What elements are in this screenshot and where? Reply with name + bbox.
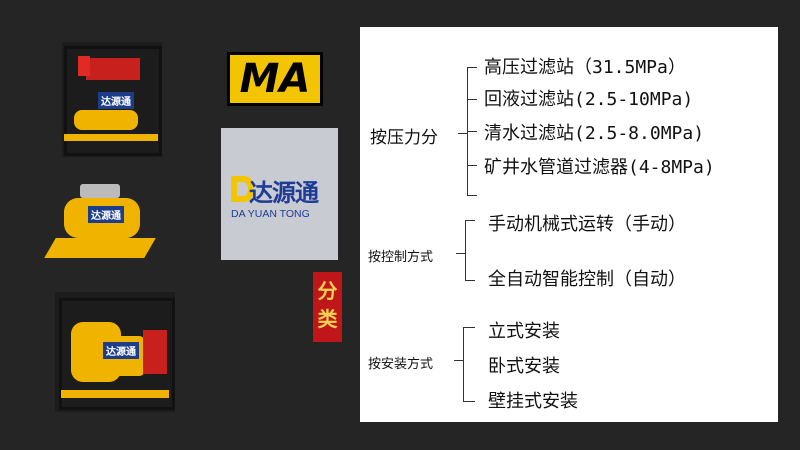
item-vertical-install: 立式安装 — [488, 321, 560, 342]
brand-name-en: DA YUAN TONG — [231, 208, 310, 220]
bracket-control — [465, 220, 466, 280]
item-return-fluid: 回液过滤站(2.5-10MPa) — [484, 89, 694, 110]
brand-d-icon — [231, 176, 254, 202]
category-control: 按控制方式 — [368, 250, 434, 265]
photo-brand-plate: 达源通 — [103, 342, 139, 359]
category-pressure: 按压力分 — [370, 128, 438, 148]
item-wall-mount-install: 壁挂式安装 — [488, 391, 578, 412]
ma-safety-logo: MA — [227, 52, 323, 106]
product-photo-water-filter-station: 达源通 — [55, 292, 175, 412]
photo-brand-plate: 达源通 — [88, 206, 124, 223]
badge-label: 分类 — [317, 279, 338, 331]
item-mine-pipeline: 矿井水管道过滤器(4-8MPa) — [484, 157, 715, 178]
item-clean-water: 清水过滤站(2.5-8.0MPa) — [484, 123, 705, 144]
brand-name-cn: 达源通 — [249, 179, 319, 207]
classification-badge: 分类 — [313, 272, 342, 342]
product-photo-backwash-filter: 达源通 — [42, 178, 156, 278]
photo-brand-plate: 达源通 — [98, 92, 134, 109]
item-manual-control: 手动机械式运转（手动） — [488, 214, 686, 235]
category-installation: 按安装方式 — [368, 357, 434, 372]
item-auto-control: 全自动智能控制（自动） — [488, 269, 686, 290]
bracket-installation — [463, 327, 464, 401]
item-horizontal-install: 卧式安装 — [488, 356, 560, 377]
product-photo-high-pressure-station: 达源通 — [62, 42, 162, 157]
brand-logo: 达源通 DA YUAN TONG — [221, 128, 338, 260]
classification-panel: 按压力分 高压过滤站（31.5MPa） 回液过滤站(2.5-10MPa) 清水过… — [360, 27, 778, 422]
item-high-pressure: 高压过滤站（31.5MPa） — [484, 57, 686, 78]
